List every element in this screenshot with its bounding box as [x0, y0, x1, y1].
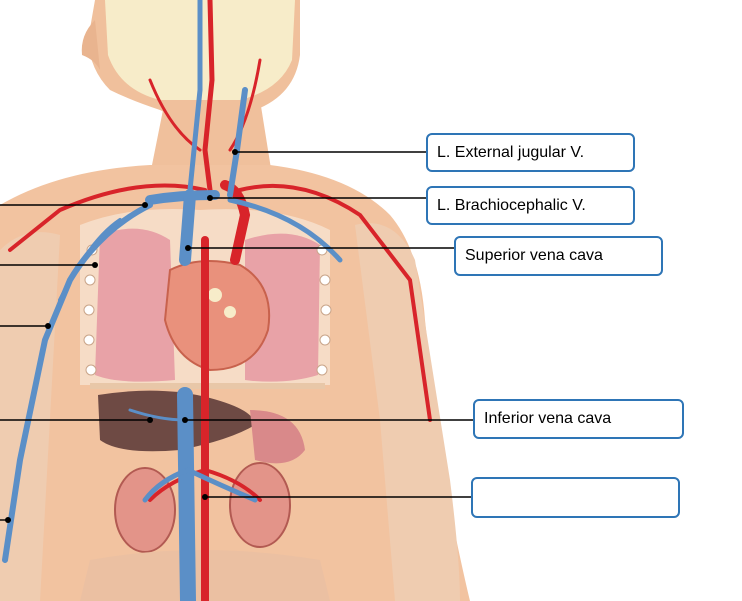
label-external-jugular-text: L. External jugular V. — [437, 143, 585, 161]
label-blank[interactable] — [471, 477, 680, 518]
left-lung — [95, 228, 175, 382]
label-brachiocephalic[interactable]: L. Brachiocephalic V. — [426, 186, 635, 225]
heart — [163, 260, 271, 372]
right-arm — [355, 223, 460, 601]
label-inferior-vena-cava-text: Inferior vena cava — [484, 410, 612, 427]
right-lung — [245, 233, 320, 382]
leader-lines — [0, 151, 474, 521]
right-kidney — [229, 462, 291, 548]
label-superior-vena-cava[interactable]: Superior vena cava — [454, 236, 663, 276]
heart-valve-2 — [224, 306, 236, 318]
leader-dots — [5, 149, 238, 523]
spleen — [250, 410, 305, 464]
veins — [2, 0, 343, 601]
label-superior-vena-cava-text: Superior vena cava — [465, 247, 603, 264]
heart-valve — [208, 288, 222, 302]
label-brachiocephalic-text: L. Brachiocephalic V. — [437, 196, 586, 214]
label-inferior-vena-cava[interactable]: Inferior vena cava — [473, 399, 684, 439]
label-external-jugular[interactable]: L. External jugular V. — [426, 133, 635, 172]
